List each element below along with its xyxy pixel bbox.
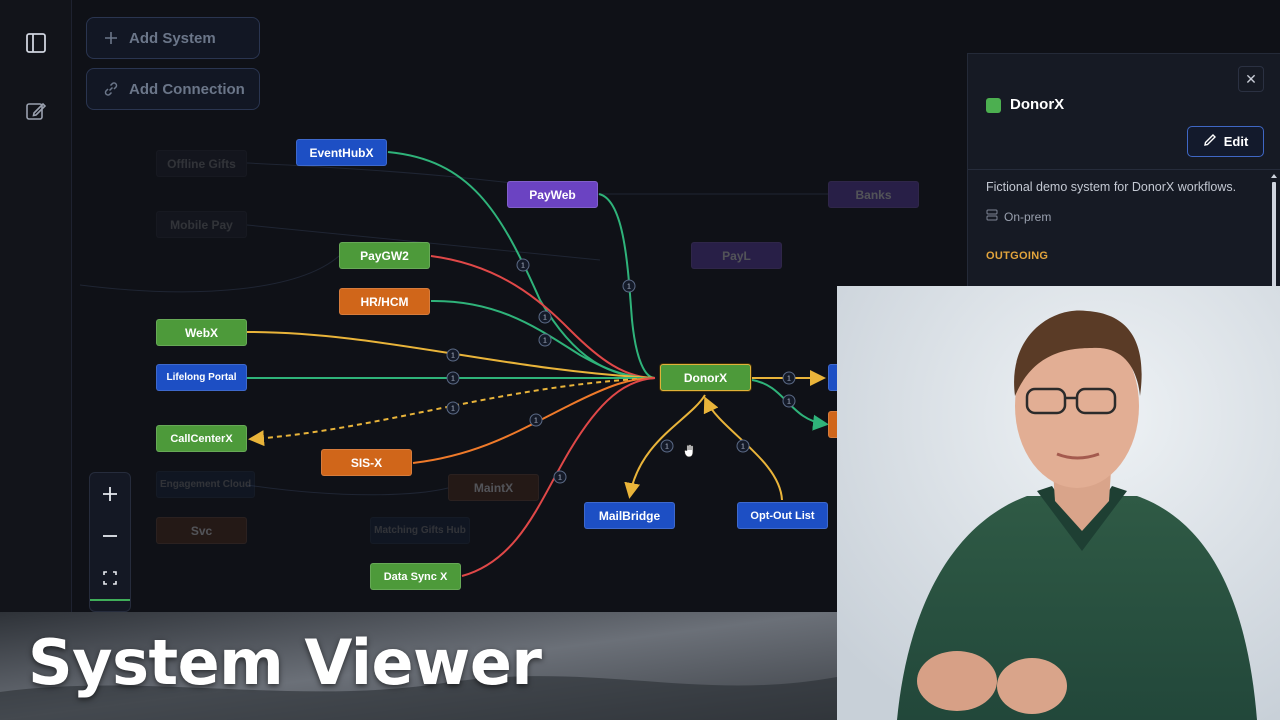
presenter-figure xyxy=(837,286,1280,720)
node-banks[interactable]: Banks xyxy=(828,181,919,208)
node-optout-list[interactable]: Opt-Out List xyxy=(737,502,828,529)
node-donorx[interactable]: DonorX xyxy=(660,364,751,391)
system-description: Fictional demo system for DonorX workflo… xyxy=(986,180,1237,194)
panel-scrollbar[interactable] xyxy=(1270,172,1278,292)
add-connection-button[interactable]: Add Connection xyxy=(86,68,260,110)
close-icon[interactable]: ✕ xyxy=(1238,66,1264,92)
presenter-video xyxy=(837,286,1280,720)
node-lifelong-portal[interactable]: Lifelong Portal xyxy=(156,364,247,391)
edit-button[interactable]: Edit xyxy=(1187,126,1264,157)
system-details-panel: ✕ DonorX Edit Fictional demo system for … xyxy=(967,53,1280,293)
outgoing-section-heading: OUTGOING xyxy=(986,250,1049,262)
sidebar-toggle-icon[interactable] xyxy=(22,29,50,57)
zoom-in-icon[interactable] xyxy=(90,474,130,514)
node-mobile-pay[interactable]: Mobile Pay xyxy=(156,211,247,238)
node-data-sync-x[interactable]: Data Sync X xyxy=(370,563,461,590)
fit-view-icon[interactable] xyxy=(90,558,130,598)
node-payl[interactable]: PayL xyxy=(691,242,782,269)
link-icon xyxy=(103,81,119,97)
add-system-label: Add System xyxy=(129,29,216,47)
panel-title: DonorX xyxy=(1010,96,1065,113)
hosting-info: On-prem xyxy=(986,209,1051,224)
node-eventhubx[interactable]: EventHubX xyxy=(296,139,387,166)
node-svc[interactable]: Svc xyxy=(156,517,247,544)
node-webx[interactable]: WebX xyxy=(156,319,247,346)
title-banner: System Viewer xyxy=(0,612,837,720)
add-system-button[interactable]: Add System xyxy=(86,17,260,59)
node-callcenterx[interactable]: CallCenterX xyxy=(156,425,247,452)
zoom-indicator xyxy=(90,599,130,601)
video-title: System Viewer xyxy=(28,626,542,699)
system-color-swatch xyxy=(986,98,1001,113)
hand-cursor-icon xyxy=(684,444,696,463)
zoom-controls xyxy=(89,472,131,612)
node-maintx[interactable]: MaintX xyxy=(448,474,539,501)
hosting-label: On-prem xyxy=(1004,209,1052,224)
node-offline-gifts[interactable]: Offline Gifts xyxy=(156,150,247,177)
node-matching-gifts-hub[interactable]: Matching Gifts Hub xyxy=(370,517,470,544)
server-icon xyxy=(986,209,998,224)
pencil-icon xyxy=(1203,133,1217,150)
add-connection-label: Add Connection xyxy=(129,80,245,98)
edit-notes-icon[interactable] xyxy=(22,97,50,125)
plus-icon xyxy=(103,30,119,46)
edit-label: Edit xyxy=(1223,134,1249,149)
node-payweb[interactable]: PayWeb xyxy=(507,181,598,208)
left-rail xyxy=(0,0,72,720)
node-mailbridge[interactable]: MailBridge xyxy=(584,502,675,529)
zoom-out-icon[interactable] xyxy=(90,516,130,556)
panel-divider xyxy=(968,169,1280,170)
banner-texture xyxy=(0,612,837,720)
node-sisx[interactable]: SIS-X xyxy=(321,449,412,476)
node-paygw2[interactable]: PayGW2 xyxy=(339,242,430,269)
node-engagement-cloud[interactable]: Engagement Cloud xyxy=(156,471,255,498)
node-hrhcm[interactable]: HR/HCM xyxy=(339,288,430,315)
